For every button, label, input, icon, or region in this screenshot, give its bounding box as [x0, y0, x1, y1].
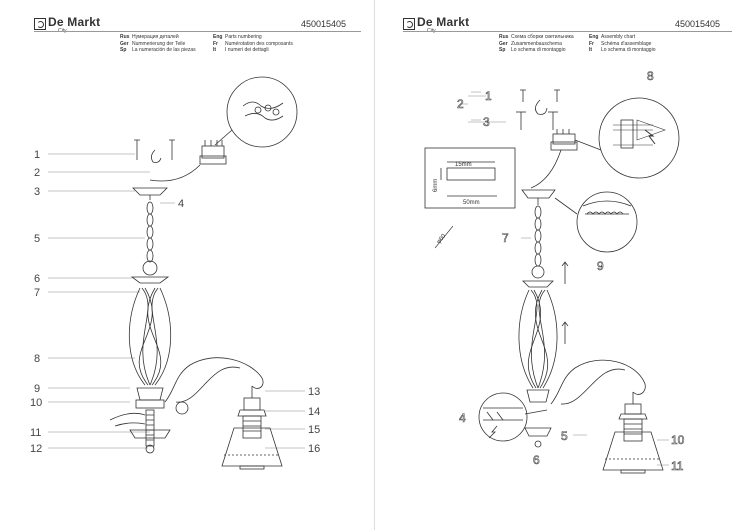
- step-number: 4: [459, 411, 466, 425]
- step-number: 8: [647, 69, 654, 83]
- brand-name: De Markt: [48, 15, 101, 29]
- step-number: 11: [671, 459, 684, 473]
- part-number: 14: [308, 406, 320, 418]
- step-number: 7: [502, 231, 509, 245]
- step-number: 5: [561, 429, 568, 443]
- part-number: 10: [30, 397, 42, 409]
- part-number: 11: [30, 427, 41, 439]
- logo-mark-icon: [403, 18, 415, 30]
- part-number: 2: [34, 167, 40, 179]
- product-code: 450015405: [301, 19, 347, 29]
- part-number: 1: [34, 149, 40, 161]
- dimension-label: 6mm: [433, 179, 439, 192]
- part-number: 15: [308, 424, 320, 436]
- step-number: 10: [671, 433, 685, 447]
- part-number: 12: [30, 443, 42, 455]
- dimension-label: 50mm: [463, 200, 480, 206]
- step-number: 1: [485, 89, 492, 103]
- part-number: 9: [34, 383, 40, 395]
- page-divider: [374, 0, 375, 530]
- step-number: 6: [533, 453, 540, 467]
- header-rule: [34, 31, 361, 32]
- step-number: 2: [457, 97, 464, 111]
- assembly-diagram: 1 2 3 4 5 6 7 8 9 10 11 15mm 6mm 50mm φ6…: [424, 69, 685, 474]
- brand-name: De Markt: [417, 15, 470, 29]
- part-number: 16: [308, 443, 320, 455]
- part-number: 3: [34, 186, 40, 198]
- parts-diagram: 1 2 3 4 5 6 7 8 9 10 11 12 13 14 15 16: [30, 76, 320, 470]
- product-code: 450015405: [675, 19, 721, 29]
- part-number: 8: [34, 353, 40, 365]
- header-rule: [403, 31, 732, 32]
- part-number: 7: [34, 287, 40, 299]
- dimension-label: φ60: [436, 233, 448, 245]
- dimension-label: 15mm: [455, 162, 472, 168]
- part-number: 5: [34, 233, 40, 245]
- step-number: 3: [483, 115, 490, 129]
- logo-mark-icon: [34, 18, 46, 30]
- step-number: 9: [597, 259, 604, 273]
- part-number: 6: [34, 273, 40, 285]
- part-number: 13: [308, 386, 320, 398]
- part-number: 4: [178, 198, 184, 210]
